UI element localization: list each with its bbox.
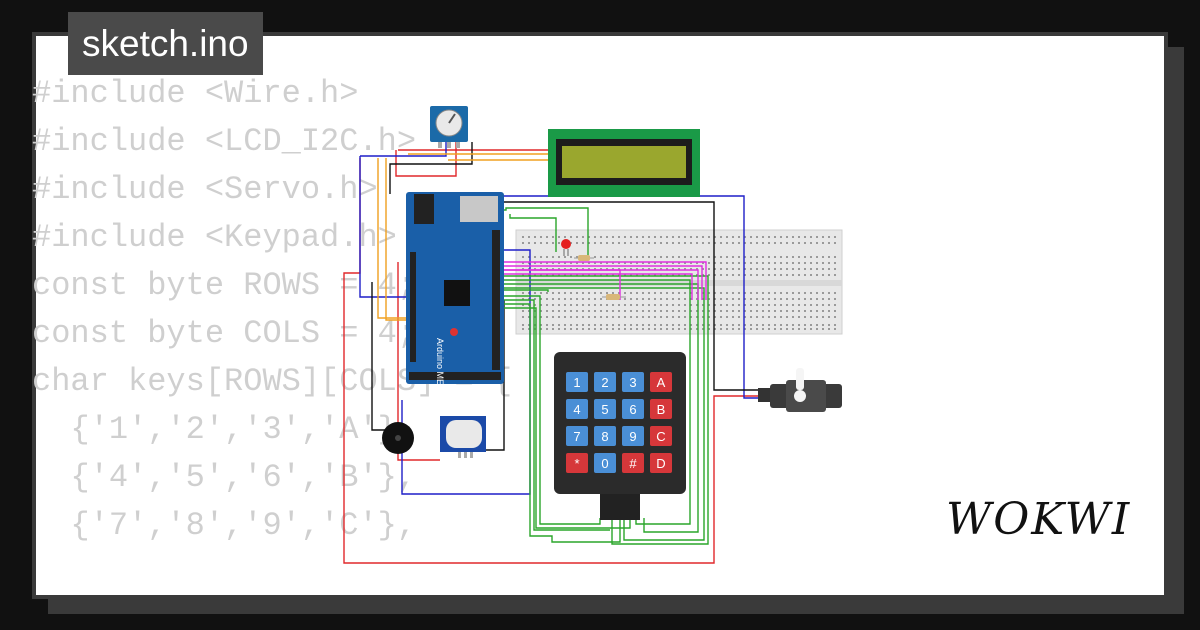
- keypad-key-label: A: [657, 375, 666, 390]
- board-brand: Arduino: [435, 338, 445, 369]
- keypad-key: D: [650, 453, 672, 473]
- keypad: 1 2 3 A 4 5 6 B 7 8 9 C * 0 # D: [554, 352, 686, 520]
- svg-text:Arduino MEGA: Arduino MEGA: [435, 338, 445, 398]
- keypad-key-label: 3: [629, 375, 636, 390]
- keypad-key: *: [566, 453, 588, 473]
- keypad-key: A: [650, 372, 672, 392]
- keypad-key-label: #: [629, 456, 637, 471]
- keypad-key-label: 7: [573, 429, 580, 444]
- wires: [343, 142, 760, 564]
- keypad-key-label: 0: [601, 456, 608, 471]
- keypad-key: 8: [594, 426, 616, 446]
- code-line: #include <Keypad.h>: [32, 219, 397, 256]
- keypad-key: 1: [566, 372, 588, 392]
- keypad-key: B: [650, 399, 672, 419]
- breadboard-holes: [522, 236, 836, 330]
- keypad-key-label: 8: [601, 429, 608, 444]
- wokwi-logo: WOKWI: [946, 494, 1132, 545]
- potentiometer-icon: [430, 106, 468, 148]
- keypad-key-label: B: [657, 402, 666, 417]
- keypad-key-label: 2: [601, 375, 608, 390]
- code-line: #include <Servo.h>: [32, 171, 378, 208]
- board-model: MEGA: [435, 372, 445, 399]
- keypad-key-label: *: [574, 456, 579, 471]
- keypad-key-label: C: [656, 429, 665, 444]
- keypad-key: 7: [566, 426, 588, 446]
- code-line: {'4','5','6','B'},: [32, 459, 417, 496]
- keypad-key-label: D: [656, 456, 665, 471]
- keypad-key-label: 5: [601, 402, 608, 417]
- keypad-keys: 1 2 3 A 4 5 6 B 7 8 9 C * 0 # D: [566, 372, 672, 473]
- keypad-key-label: 4: [573, 402, 580, 417]
- keypad-key: 6: [622, 399, 644, 419]
- code-line: const byte COLS = 4;: [32, 315, 417, 352]
- keypad-key: 3: [622, 372, 644, 392]
- pir-sensor-icon: [440, 416, 486, 458]
- keypad-key: 2: [594, 372, 616, 392]
- code-line: #include <Wire.h>: [32, 75, 359, 112]
- resistor-icon: [574, 255, 626, 300]
- led-icon: [561, 239, 571, 256]
- servo-icon: [758, 368, 842, 412]
- keypad-key: 9: [622, 426, 644, 446]
- keypad-key-label: 9: [629, 429, 636, 444]
- keypad-key: 0: [594, 453, 616, 473]
- code-preview: #include <Wire.h> #include <LCD_I2C.h> #in…: [32, 70, 512, 550]
- arduino-mega-board: Arduino MEGA: [406, 192, 504, 398]
- keypad-key-label: 1: [573, 375, 580, 390]
- code-line: #include <LCD_I2C.h>: [32, 123, 417, 160]
- lcd-icon: [548, 129, 700, 197]
- code-line: {'1','2','3','A'},: [32, 411, 417, 448]
- keypad-key: 4: [566, 399, 588, 419]
- breadboard-icon: [515, 229, 843, 335]
- code-line: char keys[ROWS][COLS] = {: [32, 363, 513, 400]
- keypad-key: C: [650, 426, 672, 446]
- keypad-key: 5: [594, 399, 616, 419]
- buzzer-icon: [382, 422, 414, 454]
- keypad-key-label: 6: [629, 402, 636, 417]
- code-line: {'7','8','9','C'},: [32, 507, 417, 544]
- keypad-key: #: [622, 453, 644, 473]
- sketch-title: sketch.ino: [68, 12, 263, 75]
